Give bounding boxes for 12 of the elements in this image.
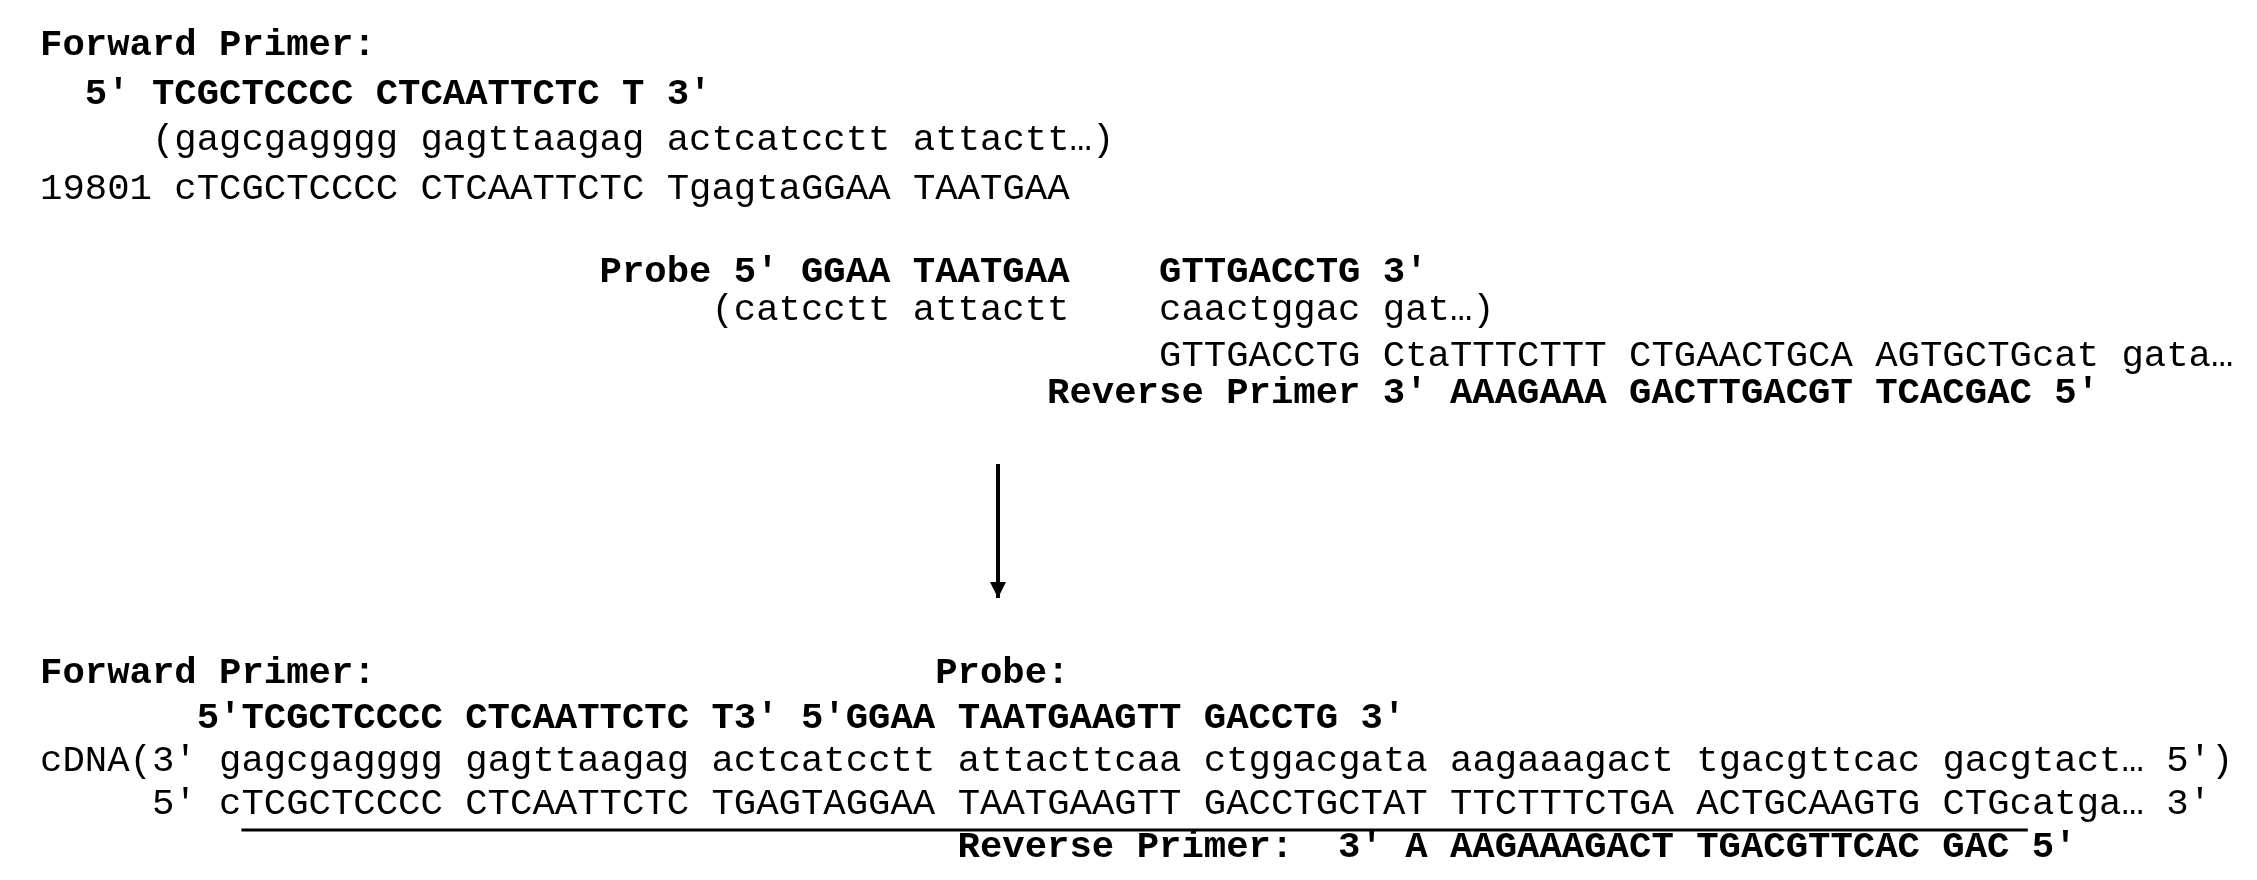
cdna-sequence: 5′ cTCGCTCCCC CTCAATTCTC TGAGTAGGAA TAATGAAGTT GACCTGCTAT TTCTTTCTGA ACTGCAAGTG CTGcatga… 3′ [151, 782, 2211, 826]
heading: Reverse Primer: [957, 825, 1294, 869]
heading: Forward Primer: [40, 651, 376, 695]
complement-sequence: (gagcgagggg gagttaagag actcatcctt attactt…) [151, 118, 1115, 162]
heading: Probe: [935, 651, 1070, 695]
cdna-sequence: cDNA(3′ gagcgagggg gagttaagag actcatcctt attacttcaa ctggacgata aagaaagact tgacgttcac gacgtact… 5′) [40, 739, 2234, 783]
primer-probe-sequence: 5′TCGCTCCCC CTCAATTCTC T3′ 5′GGAA TAATGAAGTT GACCTG 3′ [196, 696, 1406, 740]
primer-sequence: 3′ A AAGAAAGACT TGACGTTCAC GAC 5′ [1338, 825, 2077, 869]
heading: Forward Primer: [40, 23, 376, 67]
primer-sequence: 5′ TCGCTCCCC CTCAATTCTC T 3′ [84, 72, 712, 116]
arrow [990, 464, 1006, 598]
genomic-sequence: 19801 cTCGCTCCCC CTCAATTCTC TgagtaGGAA TAATGAA [40, 167, 1070, 211]
